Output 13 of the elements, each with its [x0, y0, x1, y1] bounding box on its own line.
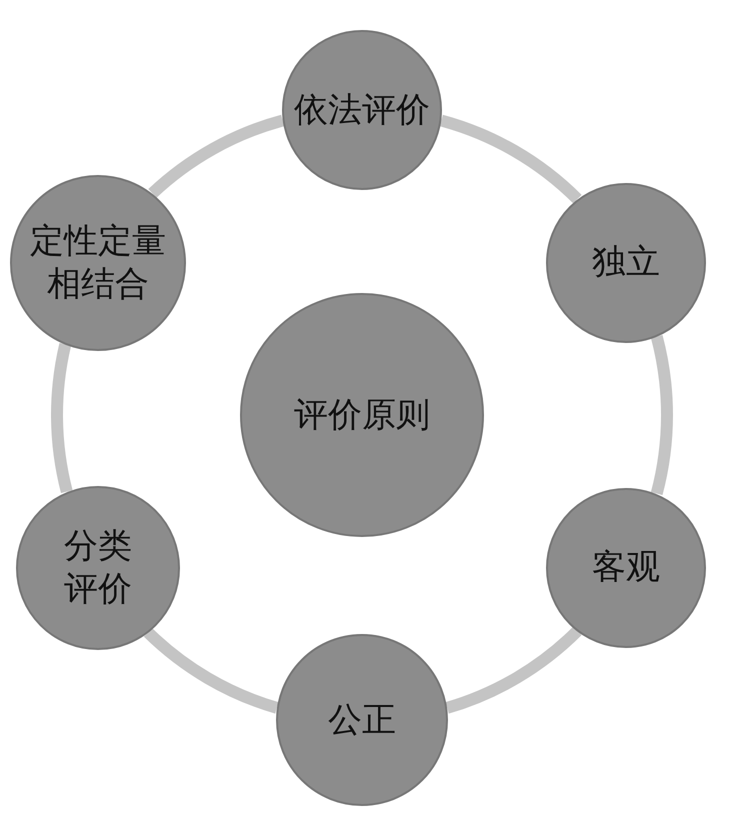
circle-label: 评价原则 — [294, 394, 430, 436]
circle-label: 独立 — [592, 241, 660, 284]
ring-connector — [144, 628, 279, 714]
circle-label: 依法评价 — [294, 88, 430, 132]
ring-connector — [445, 626, 582, 714]
ring-connector — [439, 114, 582, 204]
ring-connector — [51, 343, 73, 493]
circle-label: 公正 — [328, 698, 396, 742]
circle-label: 定性定量相结合 — [28, 220, 167, 305]
circle-label: 分类评价 — [62, 525, 133, 610]
circle-label: 客观 — [592, 546, 660, 589]
ring-connector — [148, 114, 285, 198]
ring-connector — [650, 335, 673, 495]
